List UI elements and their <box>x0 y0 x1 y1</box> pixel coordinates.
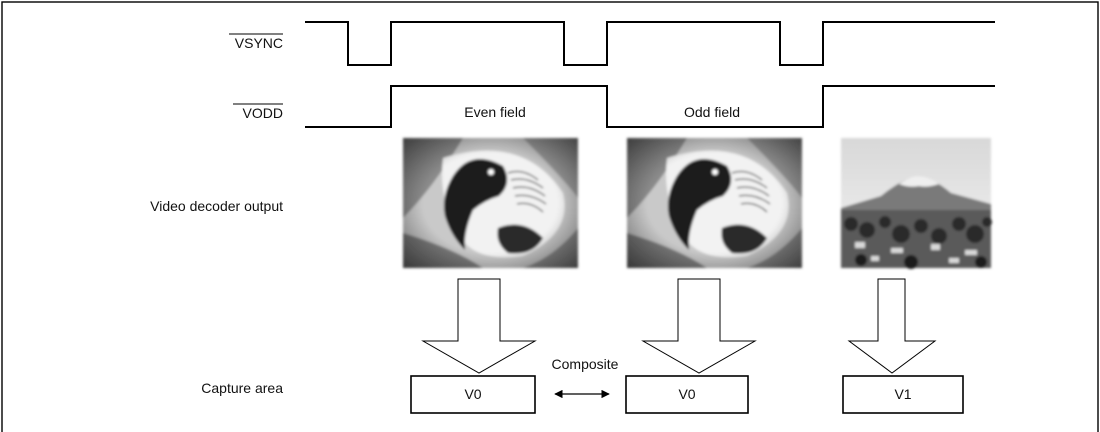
down-arrow-3 <box>847 278 937 374</box>
down-arrow-1 <box>421 278 537 374</box>
vodd-label: VODD <box>243 105 283 121</box>
capture-buffer-label-1: V0 <box>464 386 481 402</box>
vodd-waveform <box>305 85 995 128</box>
odd-field-label: Odd field <box>684 104 740 120</box>
capture-buffer-2 <box>625 375 749 414</box>
capture-buffer-label-3: V1 <box>894 386 911 402</box>
composite-label: Composite <box>552 356 619 372</box>
parrot-image-even <box>402 137 579 269</box>
capture-area-label: Capture area <box>201 380 283 396</box>
capture-buffer-label-2: V0 <box>678 386 695 402</box>
vsync-label: VSYNC <box>235 35 283 51</box>
vsync-waveform <box>305 21 995 66</box>
even-field-label: Even field <box>464 104 525 120</box>
capture-buffer-3 <box>842 375 964 414</box>
down-arrow-2 <box>641 278 757 374</box>
decoder-output-label: Video decoder output <box>150 198 283 214</box>
mountain-image <box>841 138 992 269</box>
capture-buffer-1 <box>410 375 536 414</box>
parrot-image-odd <box>626 137 803 269</box>
